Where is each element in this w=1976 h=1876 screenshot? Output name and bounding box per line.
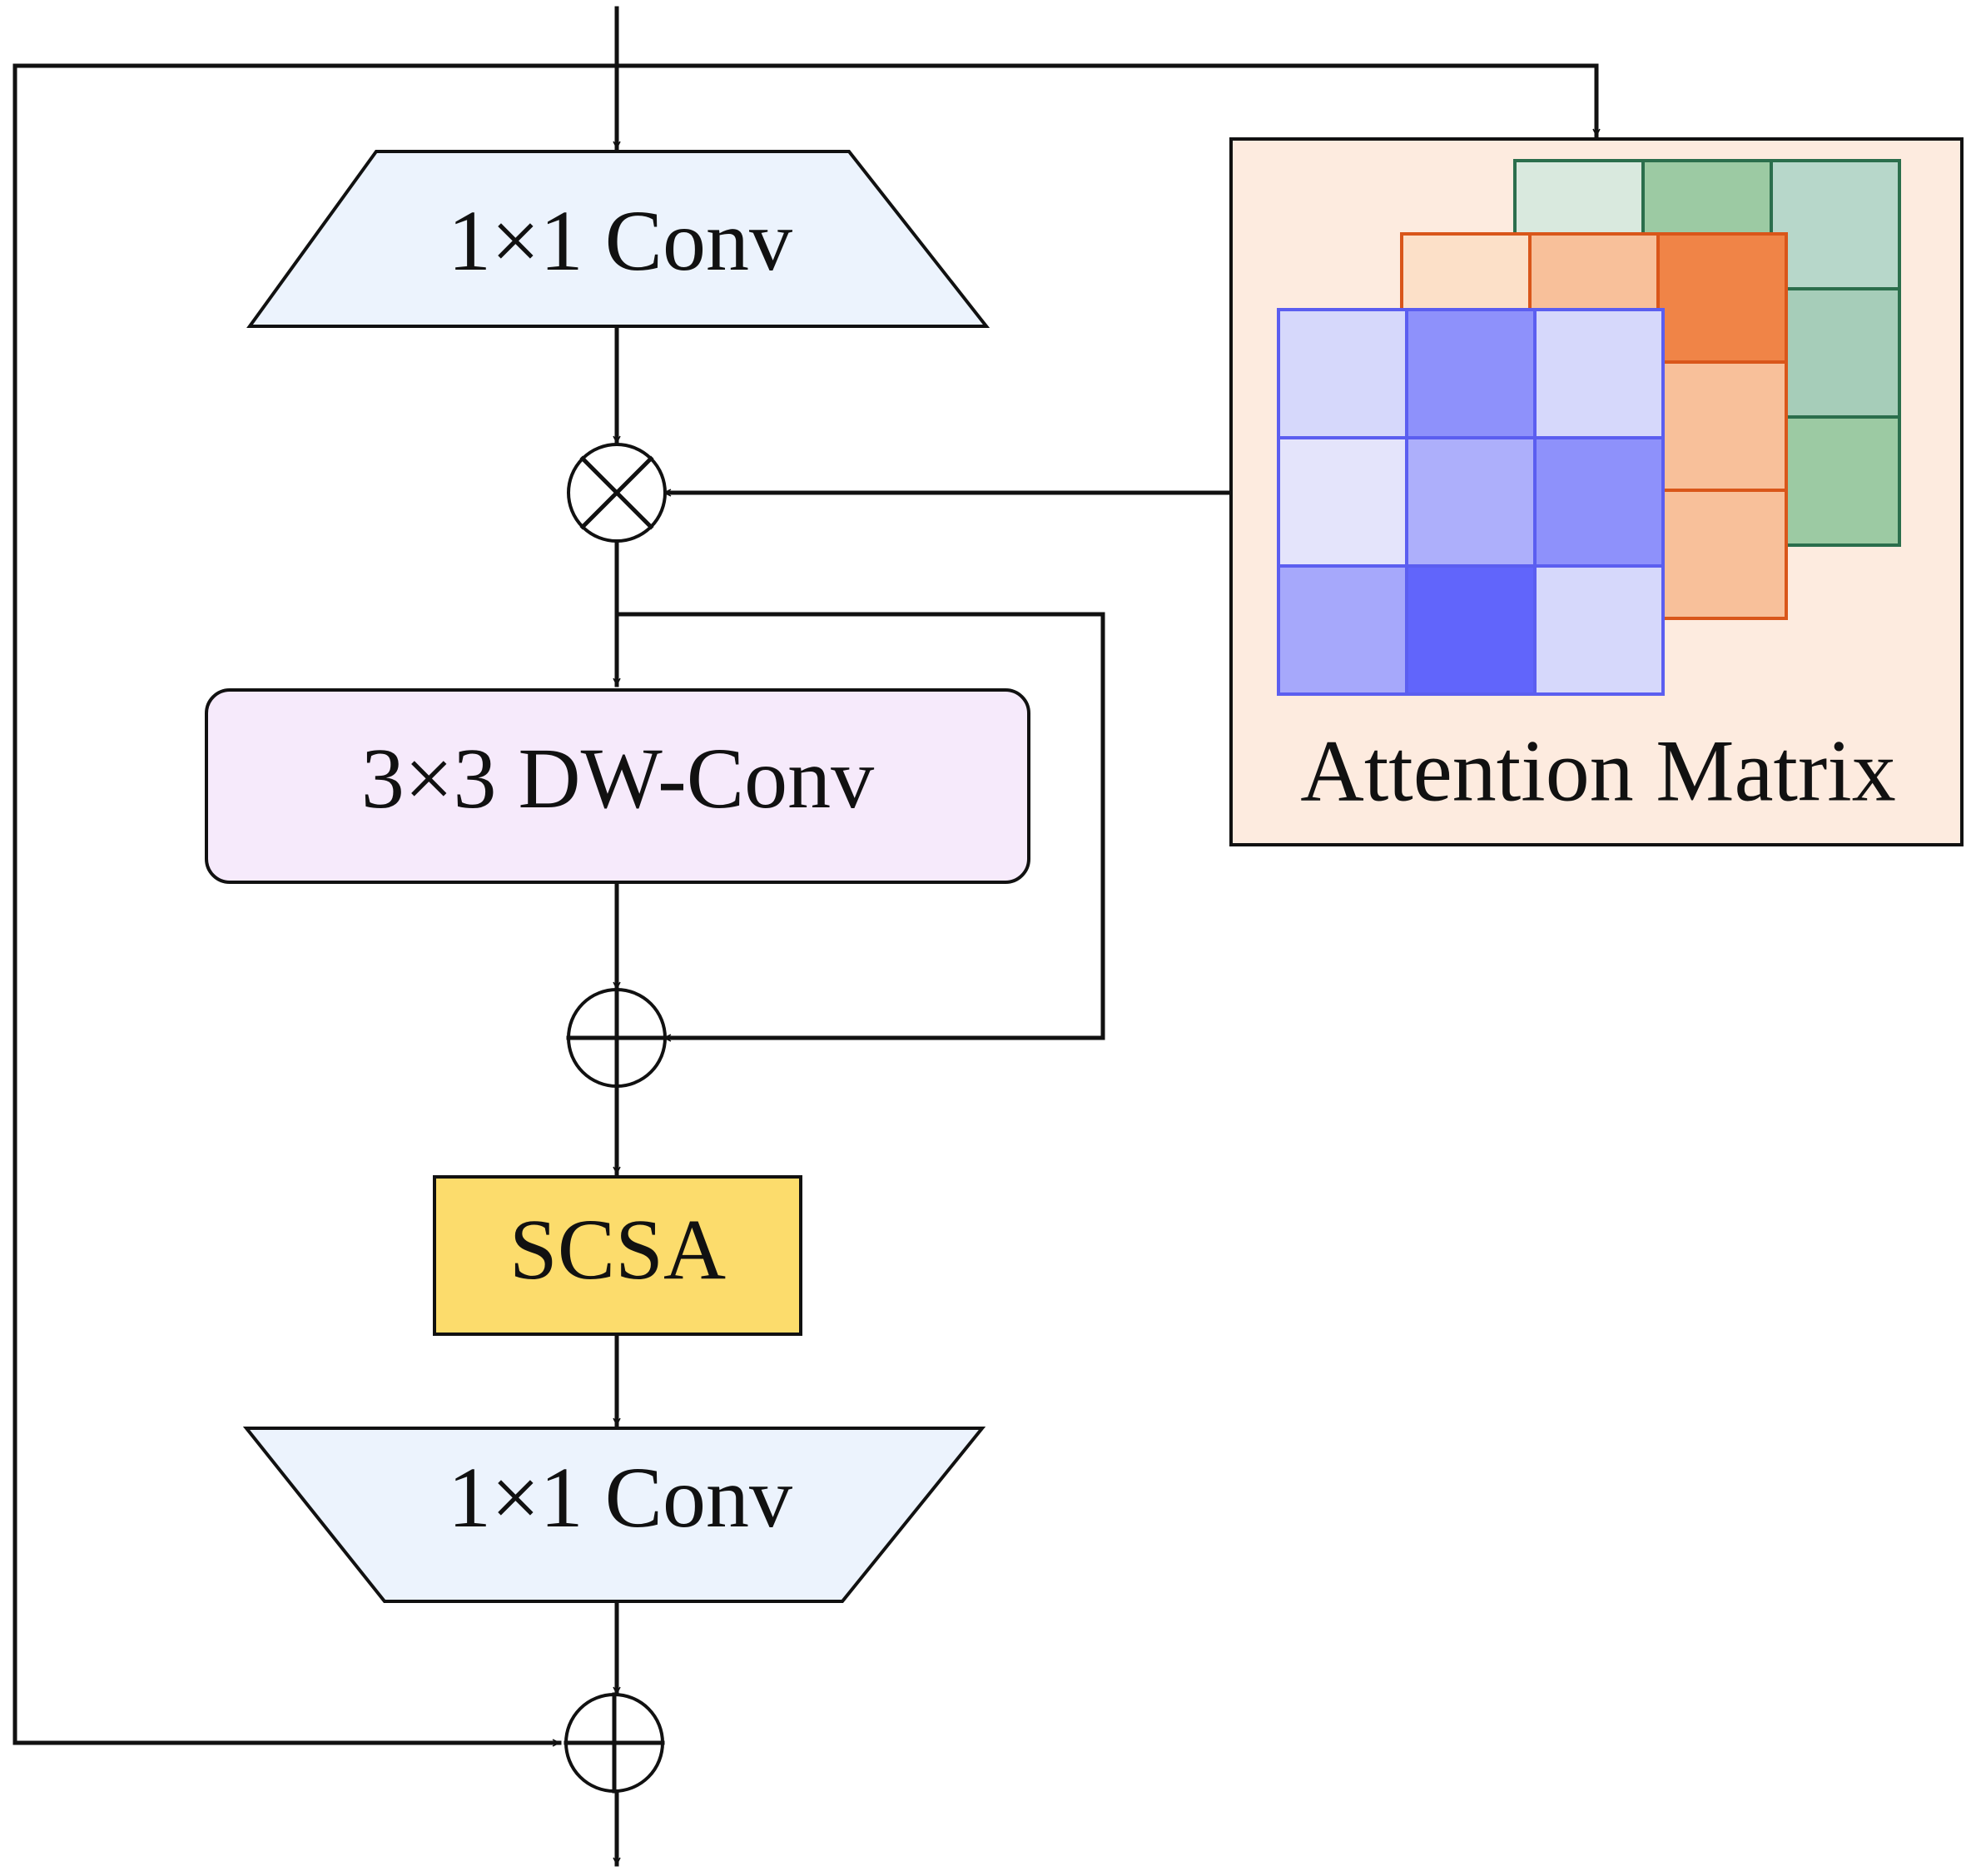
conv-1x1-bottom-shape: [242, 1427, 986, 1603]
branch-to-attention-arrow: [614, 63, 1596, 138]
dwconv-3x3-label: 3×3 DW-Conv: [361, 731, 874, 826]
attention-cell-blue-1-1: [1405, 436, 1537, 568]
attention-cell-orange-2-2: [1656, 489, 1788, 620]
attention-layer-blue: [1277, 308, 1665, 696]
global-skip-connection: [12, 63, 619, 1743]
attention-label: Attention Matrix: [1300, 722, 1895, 819]
attention-cell-green-1-2: [1770, 287, 1901, 419]
attention-matrix: Attention Matrix: [1229, 137, 1964, 846]
attention-cell-green-2-2: [1770, 415, 1901, 547]
attention-cell-blue-2-0: [1277, 564, 1408, 696]
attention-cell-blue-1-0: [1277, 436, 1408, 568]
add-node-final: [564, 1692, 665, 1794]
conv-1x1-bottom: 1×1 Conv: [242, 1427, 986, 1603]
attention-cell-green-0-2: [1770, 159, 1901, 290]
attention-cell-blue-0-1: [1405, 308, 1537, 439]
scsa-block: SCSA: [433, 1175, 802, 1336]
scsa-label: SCSA: [509, 1202, 726, 1298]
attention-cell-blue-0-0: [1277, 308, 1408, 439]
conv-1x1-bottom-label: 1×1 Conv: [448, 1450, 792, 1546]
dwconv-3x3-box: [205, 688, 1030, 884]
multiply-cross-b: [579, 455, 654, 530]
multiply-node: [567, 443, 667, 543]
attention-cell-blue-0-2: [1533, 308, 1665, 439]
scsa-box: [433, 1175, 802, 1336]
conv-1x1-top-shape: [246, 150, 990, 328]
conv-1x1-top: 1×1 Conv: [246, 150, 990, 328]
dwconv-residual-connection: [614, 612, 1105, 1038]
conv-1x1-top-label: 1×1 Conv: [448, 193, 792, 289]
attention-cell-blue-1-2: [1533, 436, 1665, 568]
dwconv-3x3: 3×3 DW-Conv: [205, 688, 1030, 884]
attention-cell-orange-1-2: [1656, 360, 1788, 492]
attention-cell-blue-2-2: [1533, 564, 1665, 696]
attention-cell-orange-0-2: [1656, 232, 1788, 364]
attention-cell-blue-2-1: [1405, 564, 1537, 696]
add-node-residual: [566, 987, 668, 1089]
attention-layers: [1277, 159, 1901, 696]
